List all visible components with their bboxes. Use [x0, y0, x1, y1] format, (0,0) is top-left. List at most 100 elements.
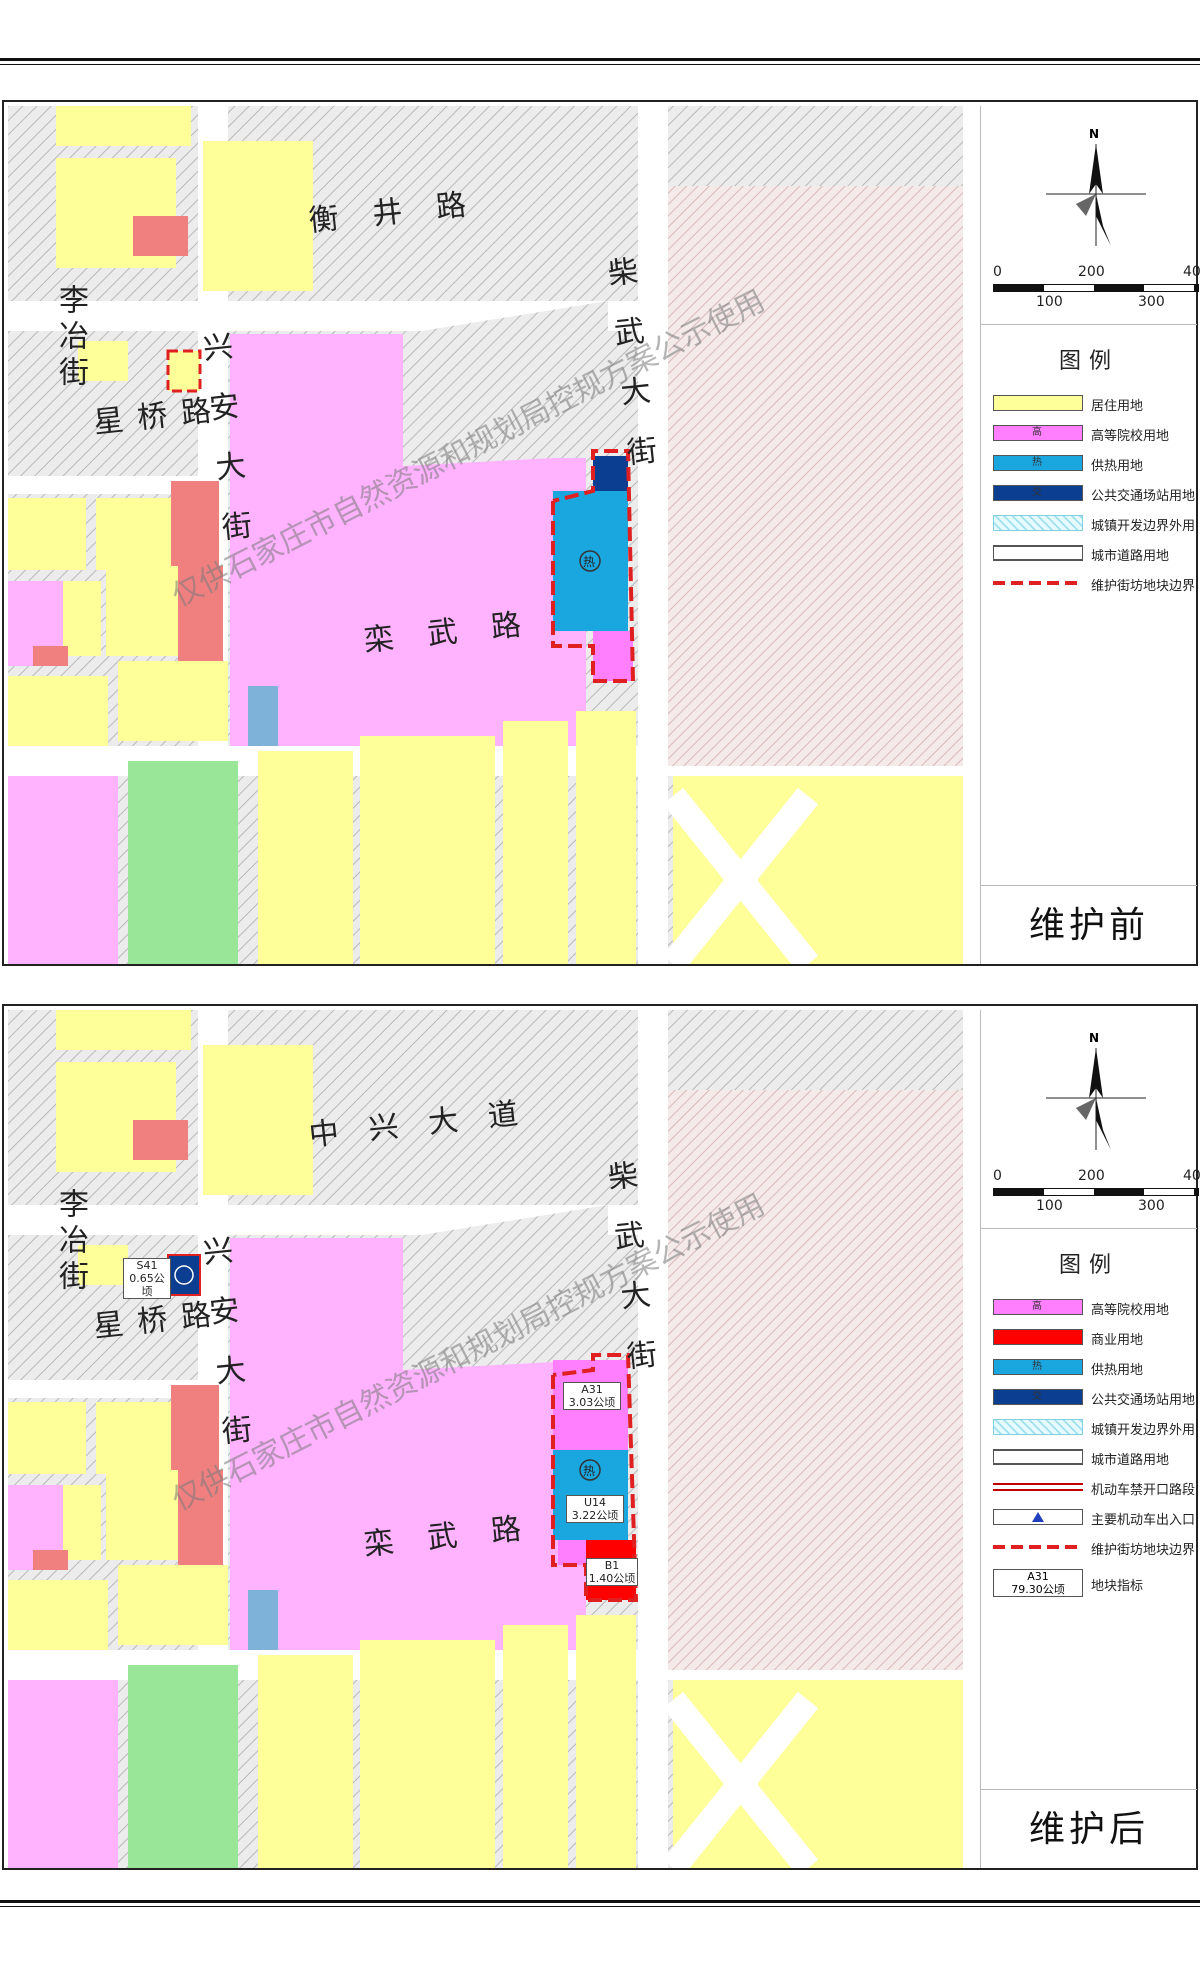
map-canvas: 热 — [8, 1010, 963, 1868]
road-label-west-minor: 李冶街 — [53, 1188, 88, 1296]
university-land — [230, 1238, 586, 1650]
commercial-block — [133, 216, 188, 256]
scale-bar: 0 200 40 100 300 — [993, 264, 1200, 324]
residential-block — [576, 711, 636, 964]
university-land — [230, 334, 586, 746]
heat-symbol — [579, 1459, 601, 1481]
university-land — [8, 776, 118, 964]
transit-strip — [248, 1590, 278, 1650]
residential-block — [63, 1485, 101, 1560]
residential-block — [360, 736, 495, 964]
parcel-tag-a31[interactable]: A31 3.03公顷 — [563, 1382, 621, 1410]
commercial-block — [33, 646, 68, 666]
panel-frame — [2, 100, 1198, 966]
legend-swatch-icon — [993, 515, 1083, 531]
scale-tick: 300 — [1138, 1198, 1165, 1214]
legend-label: 公共交通场站用地 — [1091, 489, 1196, 504]
parcel-code: A31 — [581, 1383, 603, 1396]
maintenance-boundary — [551, 1353, 639, 1602]
legend-label: 维护街坊地块边界 — [1091, 1543, 1196, 1558]
residential-block — [118, 1565, 228, 1645]
road-label-west-minor: 李冶街 — [53, 284, 88, 392]
legend-panel-after: N 0 200 40 100 300 图例 高高等院校用地商业用地热供热用地交公… — [980, 1010, 1200, 1868]
legend-label: 维护街坊地块边界 — [1091, 579, 1196, 594]
commercial-block — [133, 1120, 188, 1160]
legend-label: 机动车禁开口路段 — [1091, 1483, 1196, 1498]
residential-block — [106, 1470, 178, 1560]
university-land — [593, 631, 633, 681]
legend-swatch-icon: 热 — [993, 455, 1083, 471]
outside-boundary-area — [668, 186, 963, 766]
residential-block — [63, 581, 101, 656]
maintenance-boundary-small — [166, 349, 202, 393]
road-east — [638, 106, 668, 964]
residential-block — [576, 1615, 636, 1868]
legend-swatch-icon — [993, 1509, 1083, 1525]
bottom-rule-thin — [0, 1906, 1200, 1907]
legend-swatch-icon — [993, 395, 1083, 411]
parcel-tag-s41[interactable]: S41 0.65公顷 — [123, 1258, 171, 1299]
legend-swatch-icon: 高 — [993, 425, 1083, 441]
legend-label: 城镇开发边界外用 — [1091, 519, 1196, 534]
legend-swatch-icon — [993, 1483, 1083, 1491]
residential-block — [360, 1640, 495, 1868]
legend-swatch-icon — [993, 581, 1083, 585]
stage-label: 维护后 — [981, 1789, 1197, 1870]
heat-symbol-text: 热 — [583, 1464, 595, 1478]
legend-title: 图例 — [1058, 349, 1119, 374]
legend-swatch-icon — [993, 1329, 1083, 1345]
land-use-map-before[interactable]: 热 衡井路 栾武路 柴武大街 兴安大街 — [8, 106, 963, 964]
residential-block — [56, 106, 191, 146]
map-canvas: 热 — [8, 106, 963, 964]
bottom-rule — [0, 1900, 1200, 1903]
legend-swatch-icon: 热 — [993, 1359, 1083, 1375]
scale-bar-graphic — [993, 1188, 1199, 1196]
parcel-code: S41 — [136, 1259, 158, 1272]
diagonal-road — [662, 787, 819, 964]
parcel-area: 3.03公顷 — [568, 1396, 616, 1409]
land-use-map-after[interactable]: 热 S41 0.65公顷 A31 — [8, 1010, 963, 1868]
panel-frame — [2, 1004, 1198, 1870]
residential-block — [8, 498, 86, 570]
residential-block — [96, 1402, 171, 1474]
residential-block — [78, 1245, 128, 1285]
residential-block — [56, 1010, 191, 1050]
scale-tick: 0 — [993, 264, 1002, 280]
legend-label: 城市道路用地 — [1091, 1453, 1170, 1468]
commercial-block — [171, 481, 219, 581]
legend-label: 居住用地 — [1091, 399, 1144, 414]
transit-station-land — [167, 1254, 201, 1296]
parcel-area: 1.40公顷 — [588, 1572, 636, 1585]
outside-boundary-area — [668, 1090, 963, 1670]
legend-panel-before: N 0 200 40 100 300 图例 居住用地高高等院校用地热供热用地交公… — [980, 106, 1200, 964]
transit-strip — [248, 686, 278, 746]
scale-tick: 100 — [1036, 1198, 1063, 1214]
legend-label: 公共交通场站用地 — [1091, 1393, 1196, 1408]
panel-before: 热 衡井路 栾武路 柴武大街 兴安大街 — [0, 100, 1200, 970]
scale-bar: 0 200 40 100 300 — [993, 1168, 1200, 1228]
panel-after: 热 S41 0.65公顷 A31 — [0, 1004, 1200, 1874]
parcel-area: 0.65公顷 — [129, 1272, 165, 1298]
green-space — [128, 1665, 238, 1868]
scale-tick: 300 — [1138, 294, 1165, 310]
road-xingqiao — [8, 1380, 198, 1398]
scale-tick: 0 — [993, 1168, 1002, 1184]
top-rule — [0, 58, 1200, 61]
residential-block — [106, 566, 178, 656]
legend: 图例 高高等院校用地商业用地热供热用地交公共交通场站用地城镇开发边界外用城市道路… — [981, 1228, 1197, 1850]
legend-label: 城镇开发边界外用 — [1091, 1423, 1196, 1438]
residential-block — [258, 751, 353, 964]
parcel-code: U14 — [583, 1496, 607, 1509]
scale-tick: 40 — [1183, 264, 1200, 280]
scale-tick: 200 — [1078, 264, 1105, 280]
legend-label: 高等院校用地 — [1091, 1303, 1170, 1318]
top-rule-thin — [0, 64, 1200, 65]
legend-label: 供热用地 — [1091, 459, 1144, 474]
parcel-tag-u14[interactable]: U14 3.22公顷 — [566, 1495, 624, 1523]
north-arrow-icon: N — [1046, 127, 1146, 246]
commercial-block — [178, 1470, 223, 1570]
university-land — [8, 1680, 118, 1868]
parcel-tag-b1[interactable]: B1 1.40公顷 — [586, 1558, 638, 1586]
green-space — [128, 761, 238, 964]
residential-block — [503, 1625, 568, 1868]
